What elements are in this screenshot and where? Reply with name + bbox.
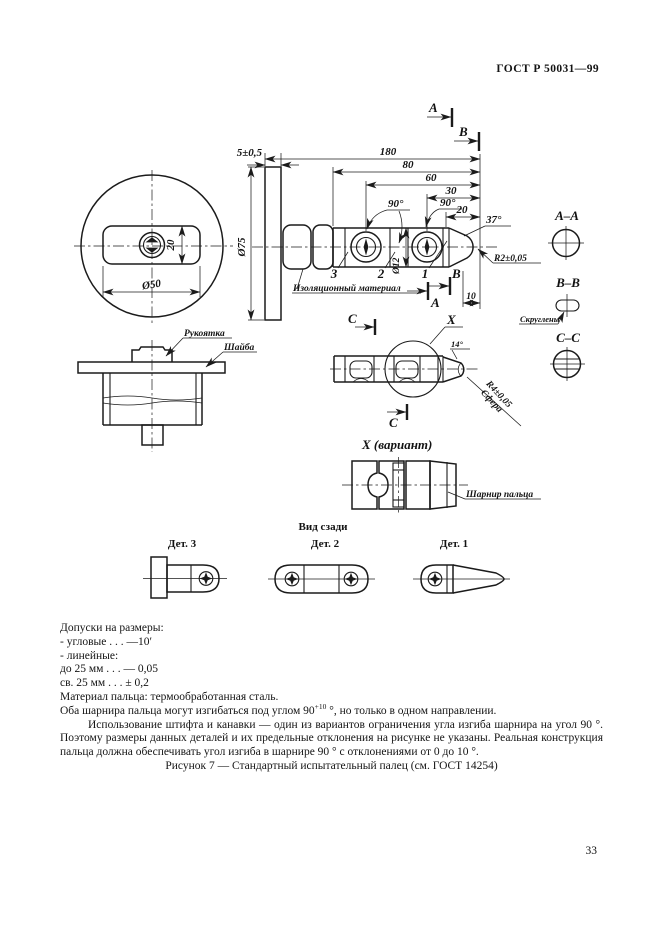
item-1: 1	[422, 266, 429, 281]
dim-10: 10	[466, 292, 476, 302]
bend-note-text: Оба шарнира пальца могут изгибаться под …	[60, 704, 315, 717]
det-1-label: Дет. 1	[440, 538, 468, 550]
dim-5: 5±0,5	[237, 147, 263, 159]
tolerance-angular: - угловые . . . —10′	[60, 635, 152, 648]
svg-text:А–А: А–А	[554, 208, 579, 223]
dim-dia75: Ø75	[236, 237, 248, 257]
radius-tip: R2±0,05	[493, 254, 527, 264]
rear-view-title: Вид сзади	[299, 521, 349, 533]
handle-washer-view: Рукоятка Шайба	[77, 329, 257, 452]
screw-head-icon	[138, 231, 166, 259]
angle-90-1: 90°	[388, 198, 404, 210]
svg-text:С: С	[389, 415, 398, 430]
svg-text:С–С: С–С	[556, 330, 580, 345]
dim-dia12: Ø12	[392, 257, 402, 275]
detail-x-label: Х	[446, 312, 456, 327]
section-cc: С–С	[550, 330, 585, 381]
front-view: Ø50 20	[74, 170, 233, 324]
notes-block: Допуски на размеры: - угловые . . . —10′…	[60, 622, 603, 774]
tolerances-title: Допуски на размеры:	[60, 622, 164, 634]
label-washer: Шайба	[223, 342, 254, 353]
dim-80: 80	[403, 159, 415, 171]
label-handle: Рукоятка	[184, 329, 225, 339]
hinge-joint-icon	[350, 231, 443, 263]
finger-top-view: Х С С 14° R4±0,05 Сфера	[330, 311, 522, 430]
page-number: 33	[585, 845, 598, 857]
tolerance-upto-25: до 25 мм . . . — 0,05	[60, 663, 159, 676]
dim-20: 20	[456, 204, 469, 216]
section-plane-b-bottom: В	[429, 266, 461, 295]
radius-sphere-label: R4±0,05 Сфера	[478, 378, 513, 414]
det-1-drawing	[413, 564, 510, 594]
section-plane-a-bottom: А	[407, 282, 440, 310]
dim-30: 30	[445, 185, 458, 197]
dim-20-handle: 20	[165, 239, 177, 252]
svg-text:В–В: В–В	[555, 275, 580, 290]
label-finger-hinge: Шарнир пальца	[465, 490, 533, 500]
bend-note-sup: +10	[314, 701, 327, 711]
section-plane-c-top: С	[348, 311, 377, 335]
det-3-label: Дет. 3	[168, 538, 197, 550]
angle-37: 37°	[485, 214, 502, 226]
section-aa: А–А	[548, 208, 584, 260]
figure-caption: Рисунок 7 — Стандартный испытательный па…	[165, 759, 498, 772]
x-variant-title: Х (вариант)	[361, 437, 432, 452]
dim-180: 180	[380, 146, 397, 158]
svg-text:В: В	[451, 266, 461, 281]
construction-note: Использование штифта и канавки — один из…	[60, 718, 603, 759]
material-note: Материал пальца: термообработанная сталь…	[60, 690, 279, 703]
section-plane-a-top: А	[427, 100, 454, 127]
angle-90-2: 90°	[440, 197, 456, 209]
section-plane-b-top: В	[454, 124, 481, 151]
label-rounded: Скруглены	[520, 314, 560, 324]
standard-number: ГОСТ Р 50031—99	[496, 63, 599, 75]
label-insulating-material: Изоляционный материал	[292, 283, 401, 294]
svg-text:А: А	[430, 295, 440, 310]
x-variant-detail: Х (вариант) Шарнир пальца	[342, 437, 541, 513]
section-bb: В–В Скруглены	[519, 275, 580, 325]
rear-view-details: Вид сзади Дет. 3 Дет. 2 Дет. 1	[143, 521, 510, 599]
det-2-drawing	[268, 564, 375, 594]
bend-note: Оба шарнира пальца могут изгибаться под …	[60, 701, 603, 719]
det-3-drawing	[143, 556, 227, 599]
svg-text:А: А	[428, 100, 438, 115]
svg-text:В: В	[458, 124, 468, 139]
angle-14: 14°	[451, 339, 464, 349]
dim-60: 60	[426, 172, 438, 184]
item-3: 3	[330, 266, 338, 281]
bend-note-tail: °, но только в одном направлении.	[326, 704, 497, 717]
tolerance-linear: - линейные:	[60, 649, 119, 662]
item-2: 2	[377, 266, 385, 281]
tolerance-over-25: св. 25 мм . . . ± 0,2	[60, 677, 149, 690]
figure-7-drawing: Ø50 20 5±0,5 Ø75	[74, 100, 585, 599]
det-2-label: Дет. 2	[311, 538, 340, 550]
dim-dia50: Ø50	[140, 278, 162, 293]
section-plane-c-bottom: С	[387, 404, 409, 430]
svg-text:С: С	[348, 311, 357, 326]
side-view: 5±0,5 Ø75	[236, 100, 541, 321]
